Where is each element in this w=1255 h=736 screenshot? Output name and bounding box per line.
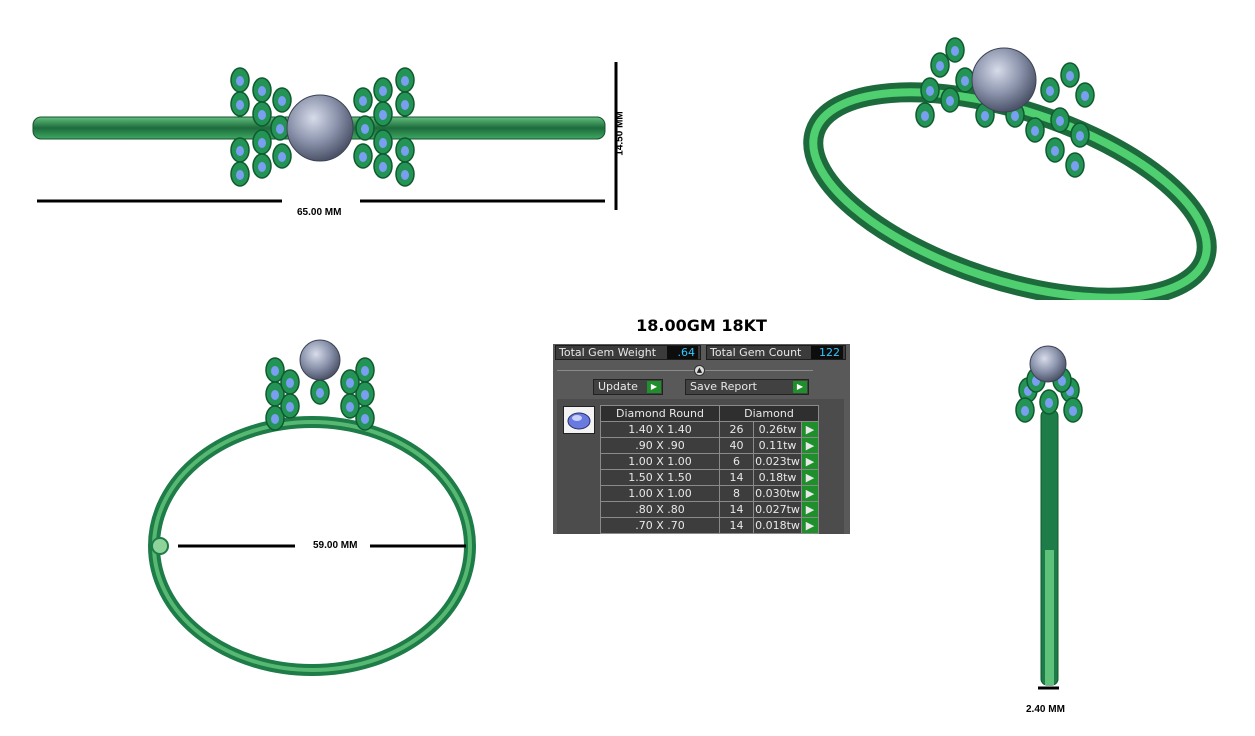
inner-diameter-label: 59.00 MM bbox=[313, 540, 358, 551]
bangle-perspective-view bbox=[803, 37, 1217, 300]
gem-size: .90 X .90 bbox=[600, 437, 720, 454]
gem-count: 26 bbox=[719, 421, 754, 438]
gem-weight: 0.023tw bbox=[753, 453, 802, 470]
table-row[interactable]: 1.40 X 1.40 26 0.26tw ▶ bbox=[600, 421, 819, 438]
gem-table-area: Diamond Round Diamond 1.40 X 1.40 26 0.2… bbox=[557, 399, 844, 534]
gem-table: Diamond Round Diamond 1.40 X 1.40 26 0.2… bbox=[600, 405, 819, 534]
table-row[interactable]: 1.00 X 1.00 8 0.030tw ▶ bbox=[600, 485, 819, 502]
table-row[interactable]: 1.50 X 1.50 14 0.18tw ▶ bbox=[600, 469, 819, 486]
total-gem-count-value: 122 bbox=[811, 346, 843, 359]
gem-count: 14 bbox=[719, 517, 754, 534]
gem-weight: 0.18tw bbox=[753, 469, 802, 486]
table-row[interactable]: .70 X .70 14 0.018tw ▶ bbox=[600, 517, 819, 534]
gem-size: 1.00 X 1.00 bbox=[600, 485, 720, 502]
play-arrow-icon: ▶ bbox=[793, 381, 807, 393]
metal-weight-title: 18.00GM 18KT bbox=[636, 316, 767, 335]
hinge bbox=[151, 537, 169, 555]
gem-size: 1.00 X 1.00 bbox=[600, 453, 720, 470]
gem-size: .80 X .80 bbox=[600, 501, 720, 518]
round-diamond-icon bbox=[563, 406, 595, 434]
bangle-edge-view bbox=[1015, 345, 1083, 690]
pearl bbox=[299, 339, 341, 381]
gem-count: 6 bbox=[719, 453, 754, 470]
play-arrow-icon[interactable]: ▶ bbox=[801, 485, 819, 502]
bangle-side-view bbox=[148, 339, 476, 676]
gem-count: 14 bbox=[719, 501, 754, 518]
gem-weight: 0.027tw bbox=[753, 501, 802, 518]
gem-count: 40 bbox=[719, 437, 754, 454]
pearl bbox=[971, 47, 1037, 113]
pearl bbox=[286, 94, 354, 162]
play-arrow-icon[interactable]: ▶ bbox=[801, 501, 819, 518]
table-row[interactable]: .80 X .80 14 0.027tw ▶ bbox=[600, 501, 819, 518]
divider bbox=[557, 370, 813, 371]
save-report-button[interactable]: Save Report ▶ bbox=[685, 379, 809, 395]
table-row[interactable]: .90 X .90 40 0.11tw ▶ bbox=[600, 437, 819, 454]
gem-size: 1.40 X 1.40 bbox=[600, 421, 720, 438]
column-header-type: Diamond bbox=[719, 405, 819, 422]
gem-weight: 0.030tw bbox=[753, 485, 802, 502]
table-row[interactable]: 1.00 X 1.00 6 0.023tw ▶ bbox=[600, 453, 819, 470]
gem-size: 1.50 X 1.50 bbox=[600, 469, 720, 486]
play-arrow-icon[interactable]: ▶ bbox=[801, 469, 819, 486]
play-arrow-icon[interactable]: ▶ bbox=[801, 437, 819, 454]
gem-summary-panel: Total Gem Weight .64 Total Gem Count 122… bbox=[553, 344, 850, 534]
column-header-shape: Diamond Round bbox=[600, 405, 720, 422]
update-button[interactable]: Update ▶ bbox=[593, 379, 663, 395]
length-dimension-label: 65.00 MM bbox=[297, 207, 342, 218]
play-arrow-icon[interactable]: ▶ bbox=[801, 517, 819, 534]
save-report-button-label: Save Report bbox=[690, 380, 757, 393]
update-button-label: Update bbox=[598, 380, 638, 393]
gem-weight: 0.018tw bbox=[753, 517, 802, 534]
pearl bbox=[1029, 345, 1067, 383]
gem-weight: 0.11tw bbox=[753, 437, 802, 454]
thickness-label: 2.40 MM bbox=[1026, 704, 1065, 715]
play-arrow-icon: ▶ bbox=[647, 381, 661, 393]
gem-count: 14 bbox=[719, 469, 754, 486]
gem-weight: 0.26tw bbox=[753, 421, 802, 438]
total-gem-weight-value: .64 bbox=[667, 346, 698, 359]
bangle-front-view bbox=[32, 62, 618, 210]
gem-size: .70 X .70 bbox=[600, 517, 720, 534]
collapse-toggle-icon[interactable]: ▲ bbox=[694, 365, 705, 376]
total-gem-weight-label: Total Gem Weight bbox=[555, 345, 701, 360]
gem-count: 8 bbox=[719, 485, 754, 502]
play-arrow-icon[interactable]: ▶ bbox=[801, 421, 819, 438]
play-arrow-icon[interactable]: ▶ bbox=[801, 453, 819, 470]
height-dimension-label: 14.50 MM bbox=[614, 111, 626, 156]
